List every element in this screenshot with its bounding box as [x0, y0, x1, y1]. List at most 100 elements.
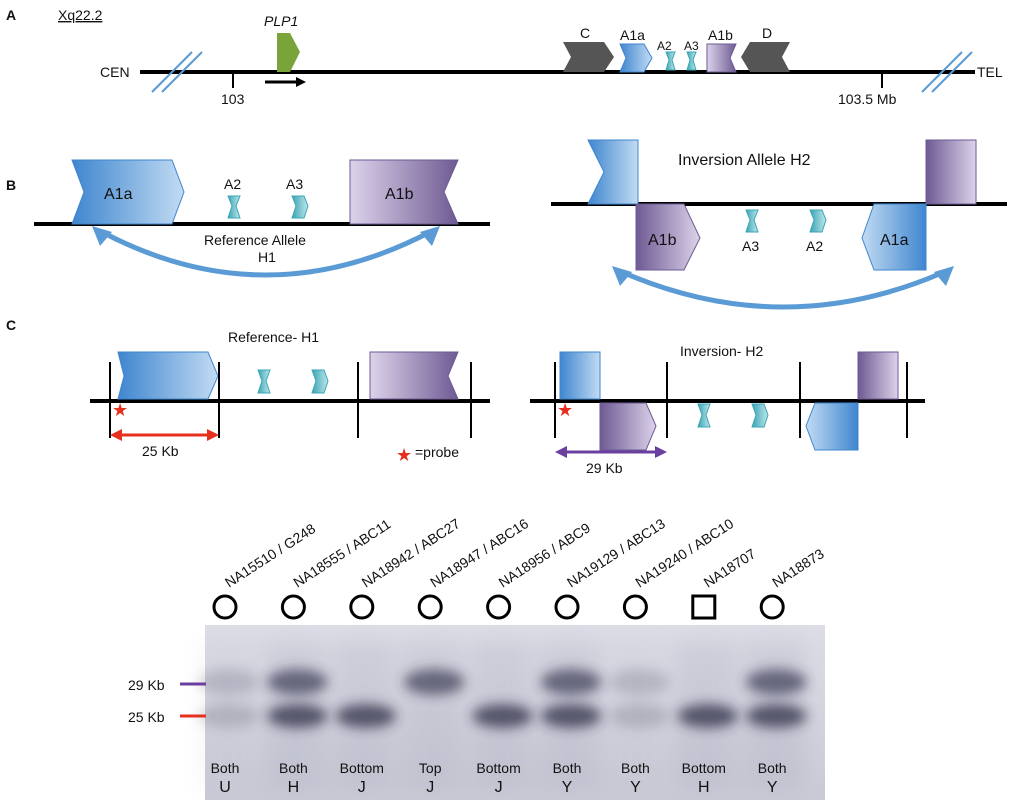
c-ref-probe-star: ★	[112, 400, 128, 420]
lane-band-call: Both	[758, 760, 787, 776]
lane-symbol-circle	[212, 594, 238, 620]
lane-symbol-circle	[349, 594, 375, 620]
c-inv-probe-star: ★	[557, 400, 573, 420]
lane-symbol-square	[691, 594, 717, 620]
lane-haplogroup: Y	[562, 779, 573, 796]
c-ref-a1a	[117, 351, 219, 400]
lane-haplogroup: H	[698, 779, 710, 796]
c-inv-a2	[751, 403, 769, 428]
inv-arc-head-right	[934, 266, 954, 286]
inv-a1b-block	[635, 203, 701, 271]
lane-band-call: Both	[621, 760, 650, 776]
tel-label: TEL	[977, 64, 1003, 80]
ref-caption-1: Reference Allele	[204, 232, 306, 248]
ref-arc-head-right	[420, 226, 440, 246]
ref-a2-block	[227, 195, 241, 219]
gel-lane-smear	[402, 640, 463, 790]
ref-inversion-arc	[100, 229, 432, 278]
repeat-label-a2: A2	[657, 39, 672, 53]
lane-haplogroup: U	[219, 779, 231, 796]
repeat-a1b	[706, 43, 737, 73]
gel-lane-smear	[675, 640, 736, 790]
c-ref-size-head-right	[207, 429, 219, 441]
c-inv-size-head-right	[655, 446, 667, 458]
lane-symbol-circle	[759, 594, 785, 620]
lane-haplogroup: J	[495, 779, 503, 796]
lane-symbol-circle	[486, 594, 512, 620]
lane-symbol-circle	[622, 594, 648, 620]
inv-a2-block	[809, 209, 827, 233]
repeat-a1a	[619, 43, 653, 73]
lane-haplogroup: J	[358, 779, 366, 796]
ref-a1a-block	[71, 159, 185, 225]
lane-band-call: Both	[553, 760, 582, 776]
ref-arc-head-left	[92, 226, 112, 246]
c-inv-a1a	[805, 402, 859, 451]
inv-a1b-stub	[925, 139, 977, 205]
c-inv-a1b	[599, 402, 657, 451]
ref-caption-2: H1	[258, 249, 276, 265]
gel-lane-smear	[607, 640, 668, 790]
cen-label: CEN	[100, 64, 130, 80]
gel-lane-smear	[539, 640, 599, 790]
c-ref-size-head-left	[110, 429, 122, 441]
lane-band-call: Both	[211, 760, 240, 776]
repeat-a3	[686, 51, 697, 71]
lane-band-call: Both	[279, 760, 308, 776]
inv-inversion-arc	[621, 269, 946, 310]
gel-lane-smear	[197, 640, 257, 790]
inv-a2-label: A2	[806, 238, 823, 254]
gel-bands	[197, 640, 807, 790]
lane-haplogroup: J	[426, 779, 434, 796]
probe-legend-star: ★	[396, 445, 412, 465]
inv-a1a-block	[861, 203, 927, 271]
c-inv-a1b-stub	[857, 351, 899, 400]
repeat-a2	[665, 51, 676, 71]
ref-a1a-label: A1a	[104, 186, 133, 203]
c-inv-size-label: 29 Kb	[586, 460, 623, 476]
lane-haplogroup: Y	[630, 779, 641, 796]
tick-label-103-5: 103.5 Mb	[838, 91, 897, 107]
ref-a1b-label: A1b	[385, 186, 414, 203]
inv-a3-block	[745, 209, 759, 233]
marker-label-29kb: 29 Kb	[128, 677, 165, 693]
gel-lane-smear	[265, 640, 326, 790]
inv-a1a-stub	[587, 139, 639, 205]
probe-legend-label: =probe	[415, 444, 459, 460]
c-ref-a2	[257, 369, 271, 394]
lane-symbol-circle	[417, 594, 443, 620]
gel-lane-smear	[333, 640, 394, 790]
plp1-label: PLP1	[264, 13, 298, 29]
plp1-direction-arrow	[296, 77, 306, 87]
repeat-label-a1b: A1b	[708, 27, 733, 43]
marker-label-25kb: 25 Kb	[128, 709, 165, 725]
lane-symbol-circle	[554, 594, 580, 620]
plp1-gene	[277, 33, 300, 72]
lane-sample-label: NA18707	[701, 545, 759, 590]
c-ref-a3	[311, 369, 329, 394]
lane-haplogroup: H	[288, 779, 300, 796]
break-mark-left	[151, 51, 203, 93]
tick-label-103: 103	[221, 91, 245, 107]
lane-band-call: Bottom	[476, 760, 520, 776]
inv-title: Inversion Allele H2	[678, 152, 811, 169]
lane-band-call: Bottom	[682, 760, 726, 776]
inv-arc-head-left	[612, 266, 632, 286]
c-inv-size-head-left	[555, 446, 567, 458]
c-inv-a1a-stub	[559, 351, 601, 400]
gel-lane-smear	[744, 640, 805, 790]
panel-label-a: A	[6, 7, 16, 23]
c-inv-title: Inversion- H2	[680, 343, 763, 359]
repeat-label-d: D	[762, 25, 772, 41]
ref-a1b-block	[349, 159, 459, 225]
ref-a3-label: A3	[286, 176, 303, 192]
lane-sample-label: NA18873	[769, 545, 827, 590]
c-ref-title: Reference- H1	[228, 329, 319, 345]
repeat-label-a3: A3	[684, 39, 699, 53]
ref-a2-label: A2	[224, 176, 241, 192]
lane-haplogroup: Y	[767, 779, 778, 796]
c-inv-a3	[697, 403, 711, 428]
c-ref-size-label: 25 Kb	[142, 443, 179, 459]
locus-label: Xq22.2	[58, 7, 103, 23]
